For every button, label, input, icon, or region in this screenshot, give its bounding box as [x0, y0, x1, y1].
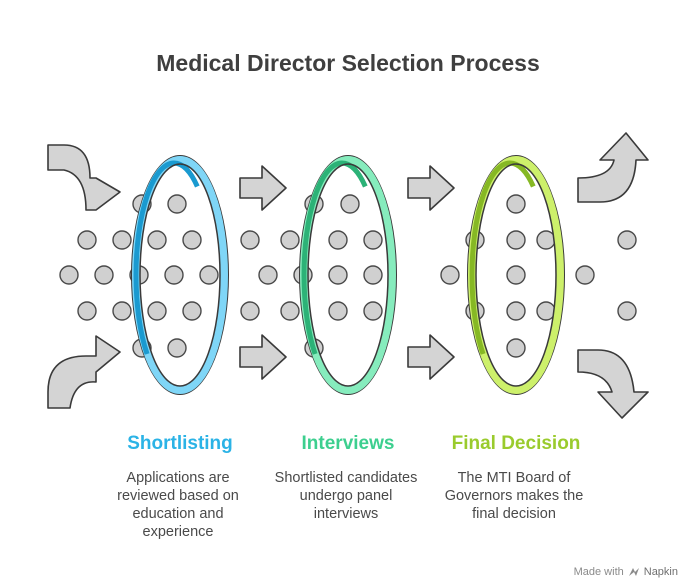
stage-description-shortlisting: Applications are reviewed based on educa… — [117, 470, 239, 540]
output-arrow-bottom-icon — [577, 349, 649, 419]
footer-brand: Napkin — [643, 566, 678, 578]
candidate-dot — [167, 194, 187, 214]
candidate-dot — [147, 230, 167, 250]
footer-prefix: Made with — [573, 566, 624, 578]
candidate-dot — [440, 265, 460, 285]
candidate-dot — [363, 230, 383, 250]
candidate-dot — [506, 265, 526, 285]
candidate-dot — [328, 301, 348, 321]
candidate-dot — [363, 301, 383, 321]
input-arrow-bottom-icon — [47, 335, 121, 409]
stage-description-final-decision: The MTI Board of Governors makes the fin… — [444, 470, 584, 522]
stage-description-interviews: Shortlisted candidates undergo panel int… — [274, 470, 418, 522]
candidate-dot — [164, 265, 184, 285]
footer-credit: Made with Napkin — [574, 566, 678, 578]
candidate-dot — [240, 230, 260, 250]
candidate-dot — [199, 265, 219, 285]
stage-title-final-decision: Final Decision — [451, 433, 581, 454]
flow-arrow-icon — [239, 334, 287, 380]
flow-arrow-icon — [407, 165, 455, 211]
candidate-dot — [506, 301, 526, 321]
candidate-dot — [258, 265, 278, 285]
candidate-dot — [77, 230, 97, 250]
input-arrow-top-icon — [47, 144, 121, 211]
flow-arrow-icon — [239, 165, 287, 211]
candidate-dot — [280, 301, 300, 321]
candidate-dot — [617, 230, 637, 250]
candidate-dot — [94, 265, 114, 285]
candidate-dot — [77, 301, 97, 321]
candidate-dot — [112, 230, 132, 250]
candidate-dot — [340, 194, 360, 214]
candidate-dot — [575, 265, 595, 285]
candidate-dot — [506, 338, 526, 358]
candidate-dot — [59, 265, 79, 285]
diagram-title: Medical Director Selection Process — [156, 50, 540, 76]
flow-arrow-icon — [407, 334, 455, 380]
stage-title-shortlisting: Shortlisting — [127, 433, 233, 454]
stage-ring-1 — [131, 155, 229, 395]
output-arrow-top-icon — [577, 132, 649, 203]
stage-title-interviews: Interviews — [301, 433, 395, 454]
candidate-dot — [536, 230, 556, 250]
candidate-dot — [506, 194, 526, 214]
candidate-dot — [240, 301, 260, 321]
candidate-dot — [617, 301, 637, 321]
candidate-dot — [182, 230, 202, 250]
stage-ring-2 — [299, 155, 397, 395]
candidate-dot — [147, 301, 167, 321]
stage-ring-3 — [467, 155, 565, 395]
candidate-dot — [182, 301, 202, 321]
candidate-dot — [506, 230, 526, 250]
candidate-dot — [536, 301, 556, 321]
napkin-logo-icon — [628, 568, 639, 576]
candidate-dot — [167, 338, 187, 358]
candidate-dot — [328, 230, 348, 250]
candidate-dot — [328, 265, 348, 285]
candidate-dot — [280, 230, 300, 250]
candidate-dot — [112, 301, 132, 321]
candidate-dot — [363, 265, 383, 285]
